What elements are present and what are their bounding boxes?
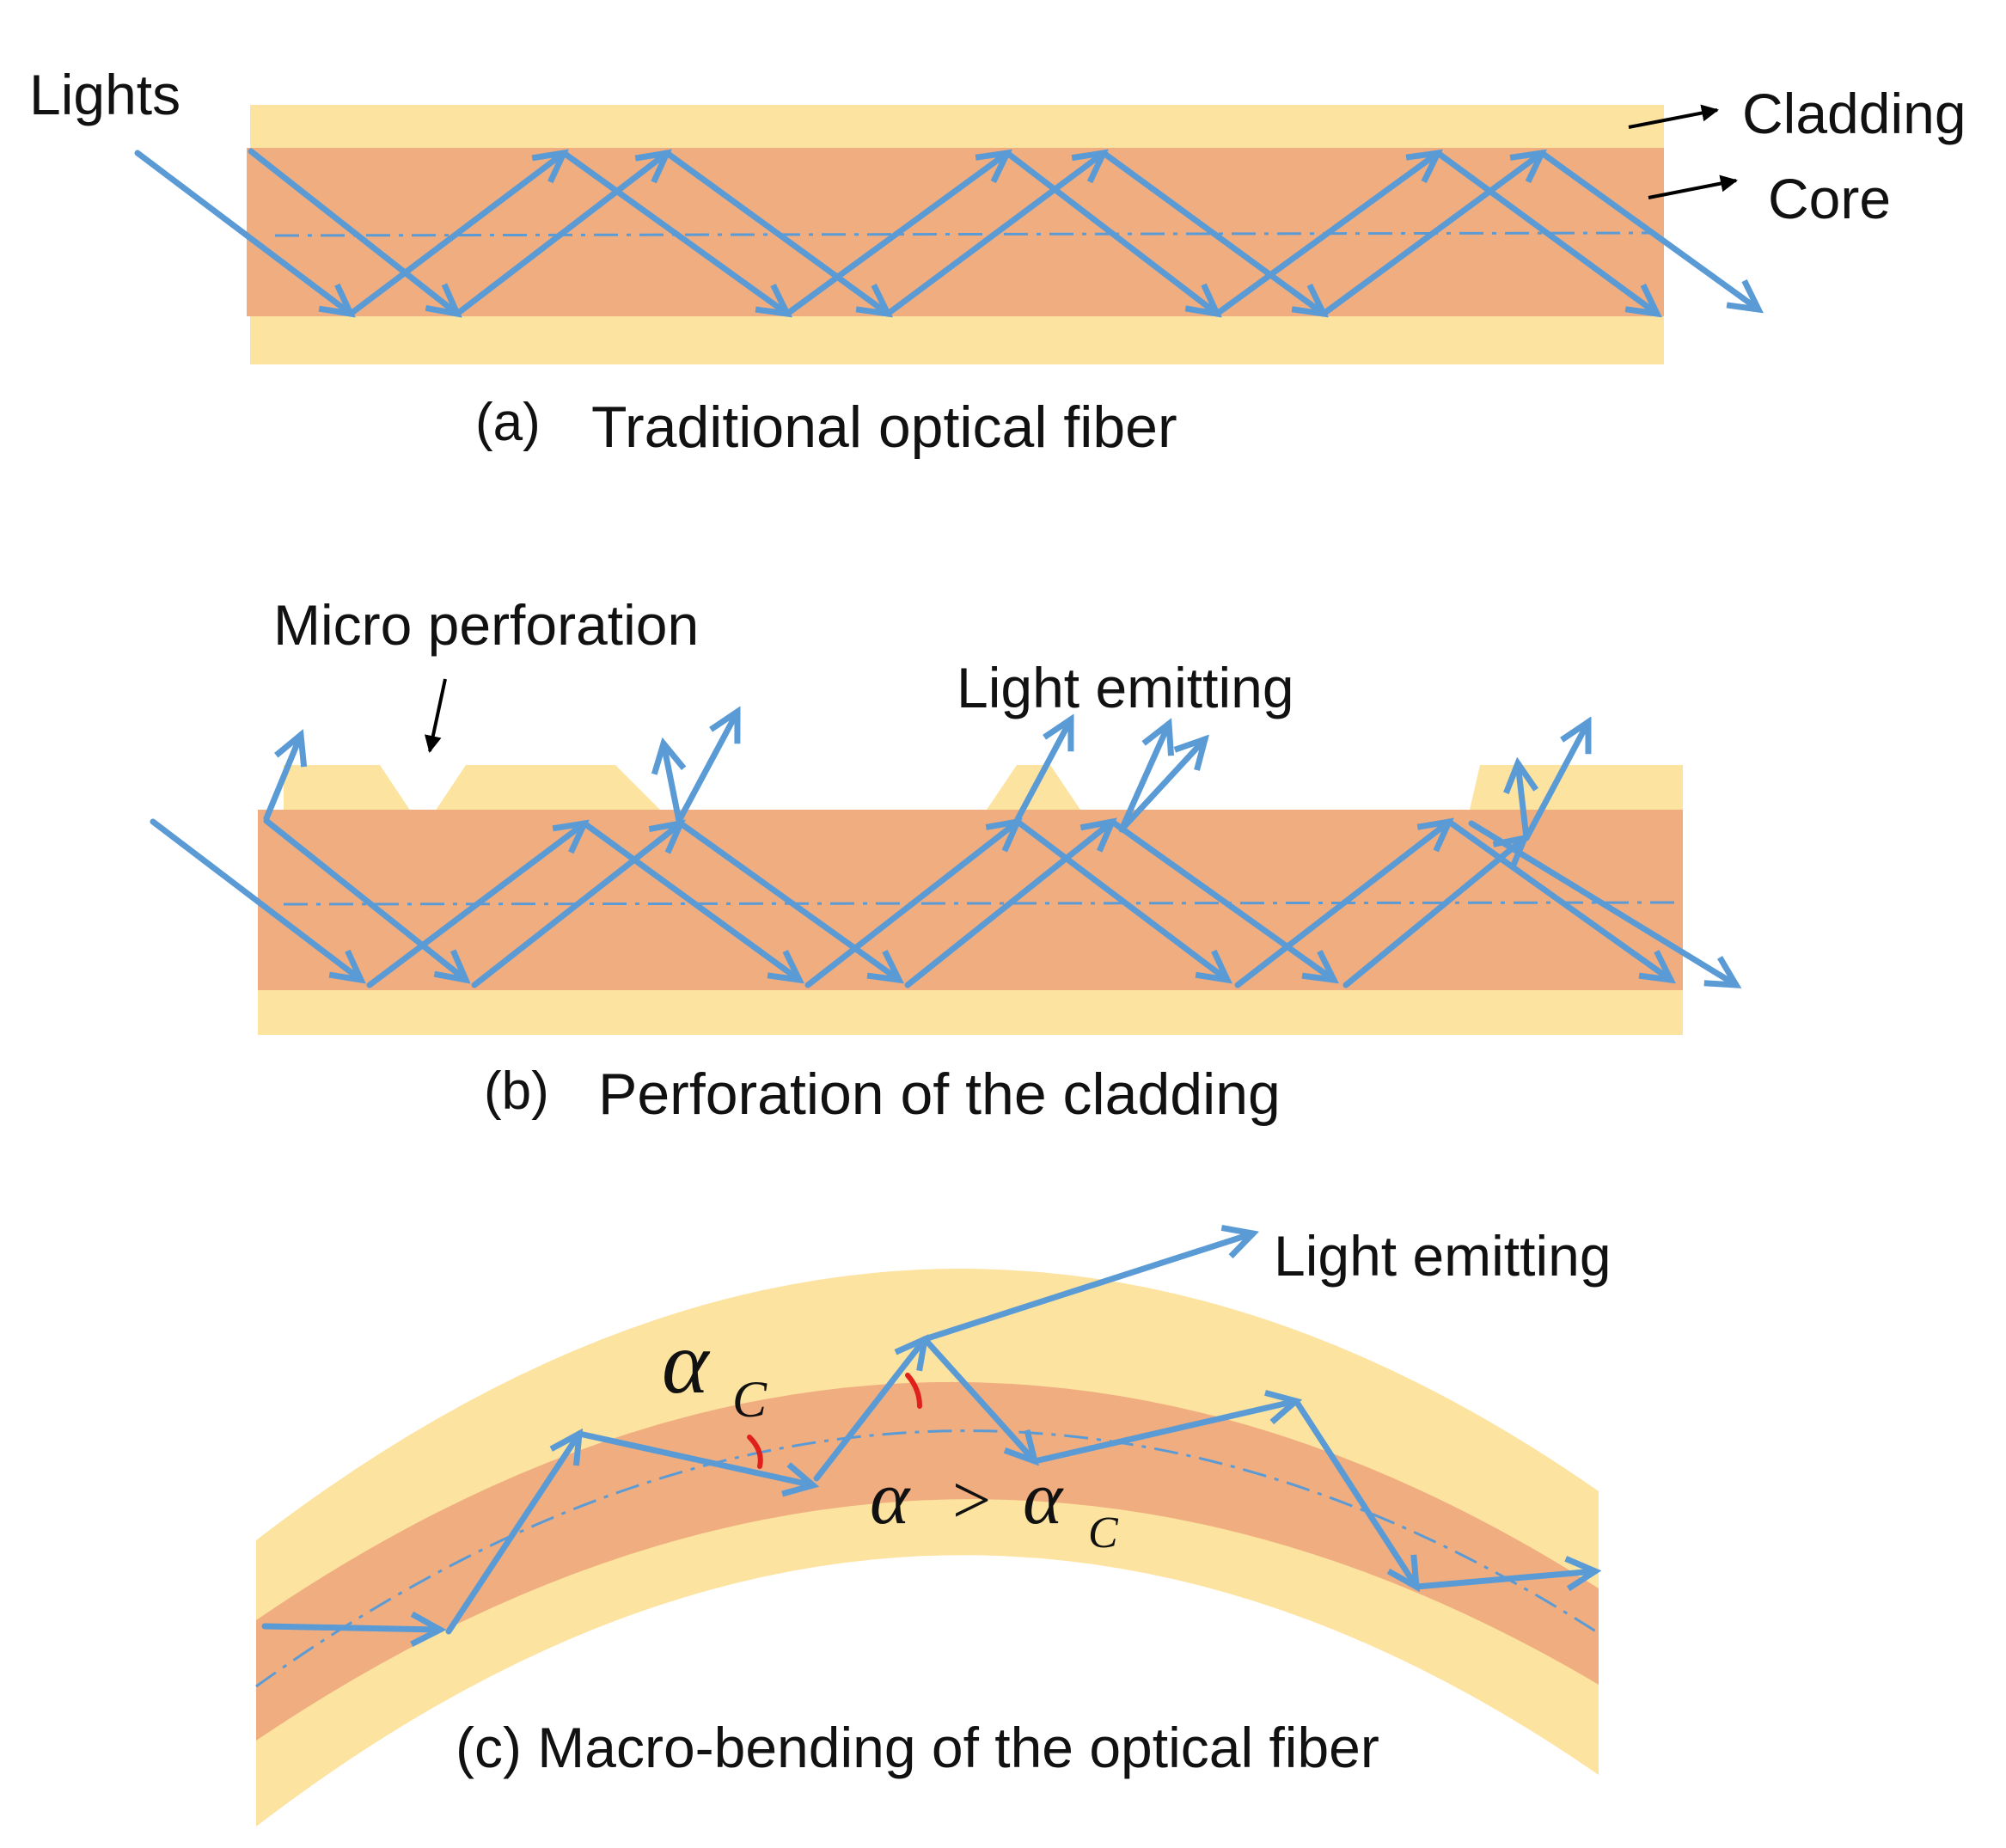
ray bbox=[576, 1430, 813, 1485]
ray bbox=[1434, 150, 1657, 314]
caption-text-b: Perforation of the cladding bbox=[598, 1062, 1281, 1127]
ray bbox=[1214, 153, 1438, 317]
ray bbox=[1004, 150, 1217, 314]
critical-angle-mark bbox=[747, 1435, 763, 1469]
micro-perforation-label: Micro perforation bbox=[273, 593, 699, 657]
ray bbox=[1342, 838, 1525, 988]
emitted-ray bbox=[263, 735, 301, 822]
angle-condition: α > α C bbox=[870, 1457, 1119, 1557]
ray bbox=[1014, 818, 1227, 980]
caption-letter-b: (b) bbox=[484, 1062, 549, 1121]
caption-c: (c) Macro-bending of the optical fiber bbox=[456, 1716, 1379, 1779]
ray bbox=[1446, 818, 1671, 980]
core-pointer bbox=[1648, 174, 1738, 199]
bent-fiber-axis bbox=[255, 1429, 1599, 1688]
ray bbox=[248, 148, 457, 314]
ray bbox=[904, 822, 1112, 988]
ray bbox=[347, 153, 564, 317]
bent-core bbox=[256, 1381, 1599, 1741]
emitted-ray bbox=[1518, 763, 1526, 841]
ray bbox=[150, 818, 361, 980]
lights-label: Lights bbox=[29, 63, 180, 126]
ray bbox=[1413, 1571, 1595, 1587]
ray bbox=[1293, 1398, 1416, 1587]
ray bbox=[445, 1434, 579, 1635]
emitted-ray bbox=[1118, 724, 1169, 833]
caption-letter-a: (a) bbox=[475, 393, 541, 452]
condition-operator: > bbox=[952, 1463, 991, 1539]
ray bbox=[581, 820, 799, 980]
angle-mark bbox=[905, 1373, 922, 1409]
ray bbox=[454, 153, 667, 317]
alpha-c-subscript: C bbox=[732, 1371, 768, 1428]
cladding-label: Cladding bbox=[1742, 82, 1966, 145]
cladding-pointer bbox=[1628, 104, 1719, 129]
emitted-ray bbox=[664, 743, 679, 824]
alpha-c-symbol: α bbox=[662, 1313, 711, 1412]
ray bbox=[884, 153, 1104, 317]
ray bbox=[1234, 822, 1449, 988]
emitted-ray bbox=[1523, 722, 1588, 841]
ray bbox=[921, 1336, 1035, 1461]
emitted-ray bbox=[1118, 739, 1205, 833]
ray bbox=[1100, 150, 1324, 314]
panel-c: α C α > α C Light emitting (c) Macro-ben… bbox=[255, 1224, 1612, 1827]
ray bbox=[134, 150, 351, 314]
ray bbox=[1538, 150, 1758, 309]
ray bbox=[560, 150, 787, 314]
ray bbox=[263, 817, 466, 980]
emitted-ray bbox=[921, 1233, 1253, 1343]
ray bbox=[471, 823, 681, 988]
light-rays bbox=[134, 148, 1758, 317]
ray bbox=[366, 823, 584, 988]
ray bbox=[1109, 818, 1334, 980]
ray bbox=[1468, 820, 1736, 985]
cladding-bottom bbox=[258, 990, 1683, 1035]
cladding-bottom bbox=[250, 316, 1664, 364]
caption-text-a: Traditional optical fiber bbox=[591, 395, 1177, 460]
condition-alpha-c: α bbox=[1023, 1457, 1064, 1540]
ray bbox=[664, 150, 888, 314]
ray bbox=[813, 1339, 925, 1482]
ray bbox=[784, 153, 1007, 317]
ray bbox=[1320, 153, 1542, 317]
ray bbox=[261, 1626, 440, 1630]
light-rays bbox=[261, 1233, 1595, 1635]
panel-a: Lights Cladding Core (a) Traditional opt… bbox=[29, 63, 1966, 460]
light-emitting-label: Light emitting bbox=[957, 656, 1294, 719]
perforation-pointer bbox=[424, 678, 447, 753]
panel-b: Micro perforation Light emitting (b) Per… bbox=[150, 593, 1736, 1127]
cladding-top bbox=[250, 105, 1664, 148]
condition-alpha: α bbox=[870, 1457, 911, 1540]
ray bbox=[677, 820, 899, 980]
light-emitting-label: Light emitting bbox=[1274, 1224, 1612, 1288]
light-rays bbox=[150, 712, 1736, 988]
condition-subscript: C bbox=[1088, 1508, 1119, 1557]
fiber-axis bbox=[274, 231, 1651, 237]
core-label: Core bbox=[1768, 167, 1891, 230]
emitted-ray bbox=[676, 712, 737, 824]
emitted-ray bbox=[1014, 719, 1071, 823]
ray bbox=[1031, 1401, 1296, 1465]
ray bbox=[804, 822, 1018, 988]
